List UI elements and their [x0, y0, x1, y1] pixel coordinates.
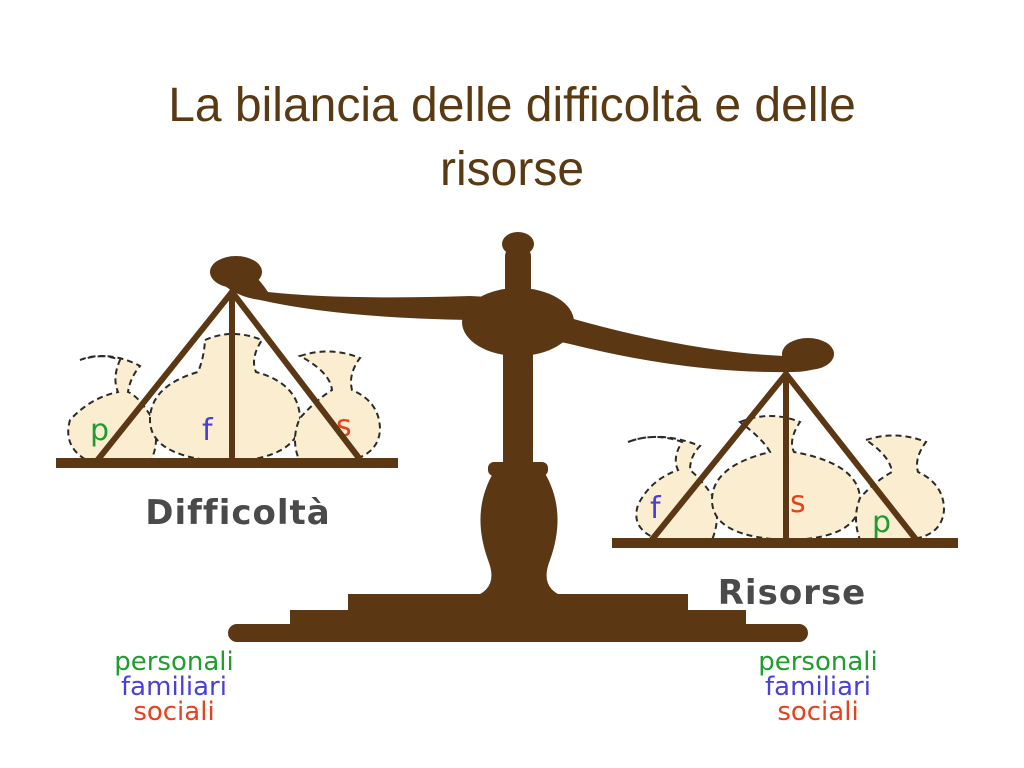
legend-right-sociali: sociali — [777, 697, 859, 727]
right-pan — [612, 371, 958, 548]
legend-left-personali: personali — [114, 647, 234, 677]
right-pan-plate — [612, 538, 958, 548]
right-bag-f-letter: f — [650, 491, 662, 526]
title-line-2: risorse — [439, 143, 585, 196]
left-pan-cord-right — [229, 289, 365, 465]
left-pan — [56, 289, 398, 468]
scale-beam-right-knob — [782, 338, 834, 370]
left-pan-plate — [56, 458, 398, 468]
left-pan-label: Difficoltà — [145, 493, 330, 533]
scale-base-top — [348, 594, 688, 614]
right-bags: f s p — [627, 415, 946, 542]
title-line-1: La bilancia delle difficoltà e delle — [168, 79, 856, 132]
legend-left-familiari: familiari — [121, 672, 227, 702]
bag-left-s — [294, 350, 382, 463]
slide-title: La bilancia delle difficoltà e delle ris… — [0, 74, 1024, 202]
scale-finial — [502, 232, 534, 256]
bag-left-f — [148, 333, 302, 464]
scale-column — [503, 340, 533, 480]
bag-right-f — [627, 435, 718, 541]
scale-base-middle — [290, 610, 746, 628]
scale-beam — [210, 263, 834, 373]
legend-left: personali familiari sociali — [74, 647, 274, 727]
legend-right-personali: personali — [758, 647, 878, 677]
left-bags: p f s — [67, 333, 382, 464]
bag-right-p — [855, 434, 946, 541]
scale-column-vase — [470, 470, 568, 598]
legend-left-sociali: sociali — [133, 697, 215, 727]
right-pan-label: Risorse — [718, 573, 867, 613]
scale-body — [210, 232, 834, 642]
scale-beam-left-knob — [210, 256, 262, 288]
right-pan-cord-left — [647, 371, 789, 545]
scale-finial-stem — [505, 248, 531, 308]
right-bag-p-letter: p — [872, 505, 891, 540]
right-bag-s-letter: s — [790, 485, 806, 520]
right-pan-cord-right — [783, 371, 921, 545]
left-bag-p-letter: p — [90, 413, 109, 448]
legend-right: personali familiari sociali — [718, 647, 918, 727]
scale-column-collar — [488, 462, 548, 476]
left-pan-cord-left — [93, 289, 235, 465]
scale-base-bottom — [228, 624, 808, 642]
legend-right-familiari: familiari — [765, 672, 871, 702]
left-bag-f-letter: f — [202, 413, 214, 448]
